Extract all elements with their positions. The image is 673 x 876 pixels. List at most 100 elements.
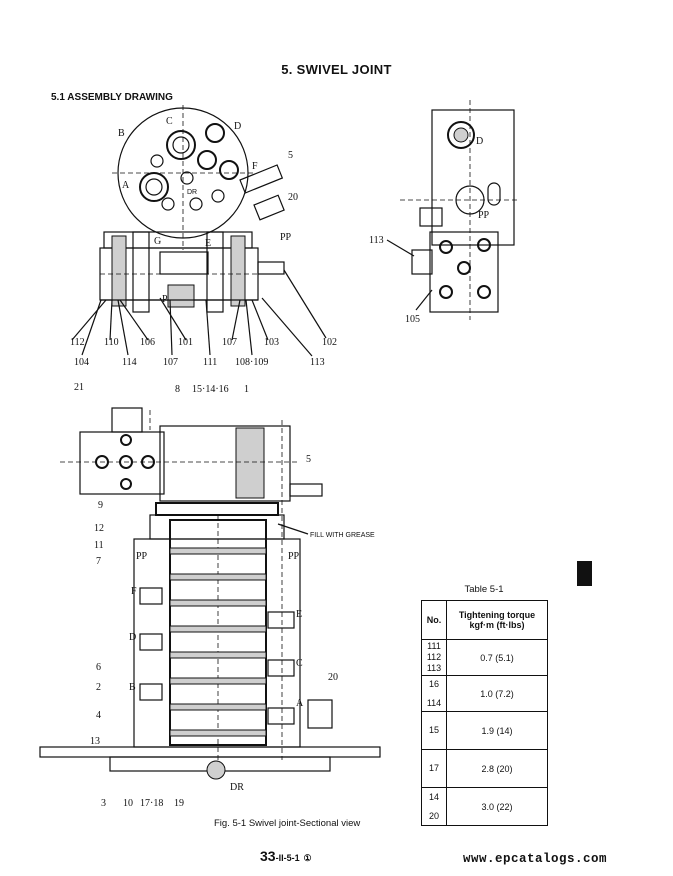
header-torque-line2: kgf·m (ft·lbs)	[469, 620, 525, 630]
table-header-row: No. Tightening torque kgf·m (ft·lbs)	[421, 600, 548, 640]
row-torque: 1.9 (14)	[446, 711, 548, 750]
label-C: C	[166, 116, 173, 127]
label-6: 6	[96, 662, 101, 673]
label-12: 12	[94, 523, 104, 534]
label-G: G	[154, 236, 161, 247]
section-heading: 5.1 ASSEMBLY DRAWING	[51, 92, 173, 103]
label-113: 113	[310, 357, 325, 368]
label-E-section: E	[296, 609, 302, 620]
row-torque: 1.0 (7.2)	[446, 675, 548, 712]
label-D: D	[234, 121, 241, 132]
top-view-drawing	[71, 105, 327, 357]
table-row: 15 1.9 (14)	[421, 711, 548, 750]
row-no: 16 114	[421, 675, 447, 712]
label-A: A	[122, 180, 130, 191]
label-B-section: B	[129, 682, 136, 693]
row-no-value: 15	[428, 725, 439, 735]
label-9: 9	[98, 500, 103, 511]
label-107a: 107	[222, 337, 237, 348]
table-row: 111 112 113 0.7 (5.1)	[421, 639, 548, 676]
row-no-value: 111	[427, 641, 441, 651]
page-number-suffix: -II-5-1	[275, 853, 300, 863]
page-number-main: 33	[260, 848, 276, 864]
label-105: 105	[405, 314, 420, 325]
row-no: 14 20	[421, 787, 447, 826]
label-3: 3	[101, 798, 106, 809]
label-C-section: C	[296, 658, 303, 669]
label-7: 7	[96, 556, 101, 567]
label-102: 102	[322, 337, 337, 348]
label-106: 106	[140, 337, 155, 348]
label-114: 114	[122, 357, 137, 368]
header-torque: Tightening torque kgf·m (ft·lbs)	[446, 600, 548, 640]
label-11: 11	[94, 540, 104, 551]
row-torque: 3.0 (22)	[446, 787, 548, 826]
drawing-labels: B C D A F DR 5 20 PP G E P 112 110 106 1…	[70, 116, 490, 809]
label-110: 110	[104, 337, 119, 348]
label-103: 103	[264, 337, 279, 348]
label-P: P	[162, 294, 168, 305]
row-torque: 2.8 (20)	[446, 749, 548, 788]
label-111: 111	[203, 357, 217, 368]
row-no: 17	[421, 749, 447, 788]
table-caption: Table 5-1	[464, 584, 504, 595]
label-112: 112	[70, 337, 85, 348]
row-no-value: 17	[428, 763, 439, 773]
label-D-side: D	[476, 136, 483, 147]
row-no-value: 20	[428, 810, 439, 821]
label-E: E	[205, 238, 211, 249]
label-21: 21	[74, 382, 84, 393]
label-15-14-16: 15·14·16	[192, 384, 229, 395]
label-19: 19	[174, 798, 184, 809]
watermark: www.epcatalogs.com	[463, 852, 608, 866]
label-5-section: 5	[306, 454, 311, 465]
table-row: 17 2.8 (20)	[421, 749, 548, 788]
label-5-top: 5	[288, 150, 293, 161]
row-no: 111 112 113	[421, 639, 447, 676]
label-113-side: 113	[369, 235, 384, 246]
table-row: 16 114 1.0 (7.2)	[421, 675, 548, 712]
label-8: 8	[175, 384, 180, 395]
label-PP-left: PP	[136, 551, 148, 562]
label-B: B	[118, 128, 125, 139]
page-number-circled: ①	[303, 853, 312, 863]
row-no-value: 113	[426, 663, 442, 673]
label-1: 1	[244, 384, 249, 395]
label-A-section: A	[296, 698, 304, 709]
label-F-section: F	[131, 586, 137, 597]
label-104: 104	[74, 357, 89, 368]
row-no-value: 14	[428, 791, 439, 802]
grease-note: FILL WITH GREASE	[310, 532, 375, 539]
section-rings	[169, 547, 267, 737]
label-PP-top: PP	[280, 232, 292, 243]
row-no: 15	[421, 711, 447, 750]
label-13: 13	[90, 736, 100, 747]
header-no: No.	[421, 600, 447, 640]
label-17-18: 17·18	[140, 798, 163, 809]
label-107b: 107	[163, 357, 178, 368]
section-view-drawing	[39, 407, 381, 780]
torque-table: No. Tightening torque kgf·m (ft·lbs) 111…	[421, 600, 548, 826]
label-F: F	[252, 161, 258, 172]
section-tab-marker	[577, 561, 592, 586]
page-title: 5. SWIVEL JOINT	[281, 62, 392, 77]
label-4: 4	[96, 710, 101, 721]
row-no-value: 114	[426, 697, 442, 708]
figure-caption: Fig. 5-1 Swivel joint-Sectional view	[214, 818, 361, 829]
row-torque: 0.7 (5.1)	[446, 639, 548, 676]
row-no-value: 112	[426, 652, 442, 662]
label-DR: DR	[187, 189, 197, 196]
side-view-drawing	[386, 100, 520, 320]
page-number: 33-II-5-1 ①	[260, 848, 312, 864]
label-PP-side: PP	[478, 210, 490, 221]
label-108-109: 108·109	[235, 357, 268, 368]
table-row: 14 20 3.0 (22)	[421, 787, 548, 826]
label-20-top: 20	[288, 192, 298, 203]
label-DR-section: DR	[230, 782, 244, 793]
label-D-section: D	[129, 632, 136, 643]
label-10: 10	[123, 798, 133, 809]
header-torque-line1: Tightening torque	[458, 610, 536, 620]
label-2: 2	[96, 682, 101, 693]
row-no-value: 16	[428, 678, 439, 689]
